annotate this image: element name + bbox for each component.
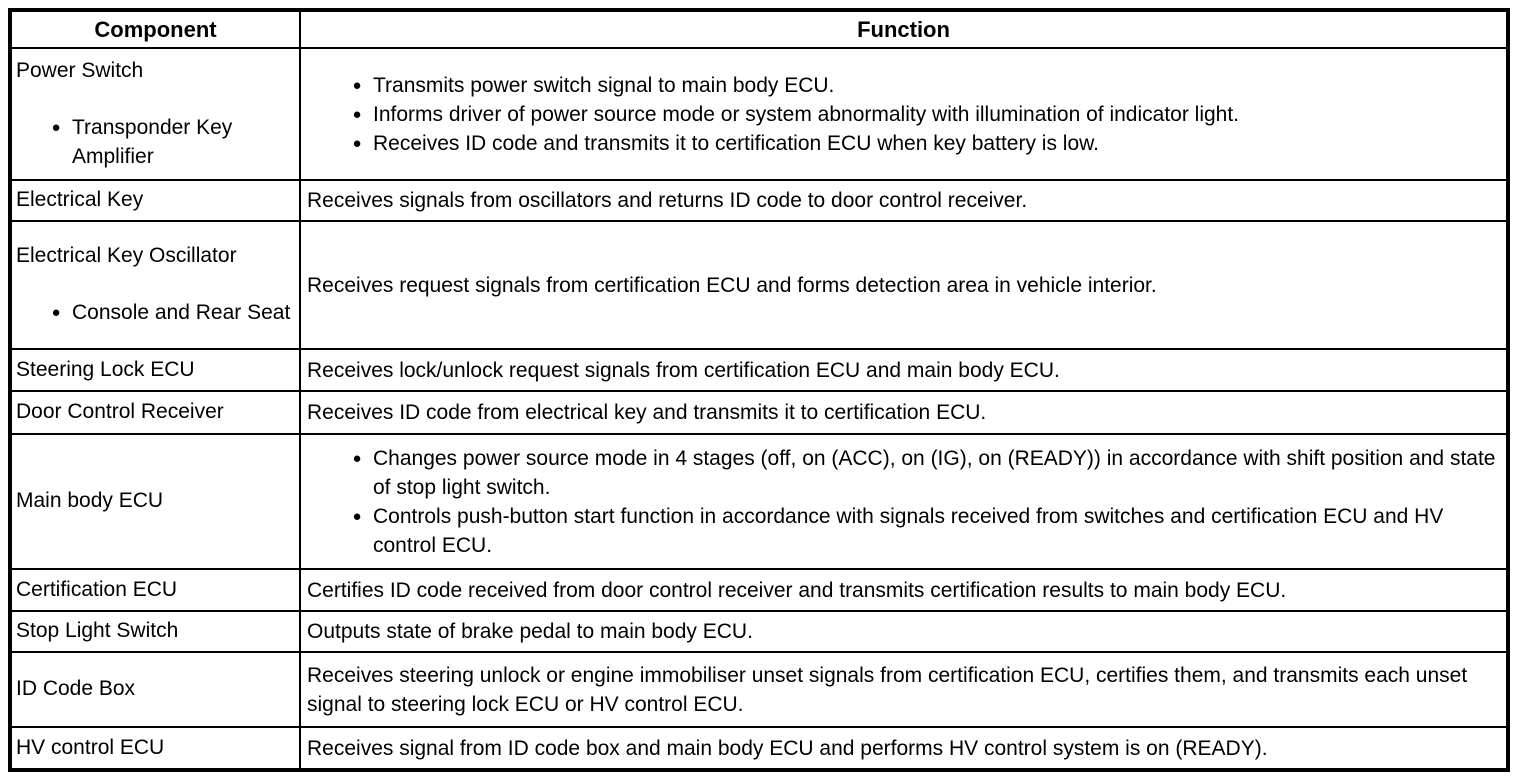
table-row: Stop Light Switch Outputs state of brake…	[9, 610, 1509, 653]
function-cell: ● Transmits power switch signal to main …	[299, 47, 1509, 181]
component-title: Stop Light Switch	[16, 619, 179, 642]
component-title: Steering Lock ECU	[16, 357, 195, 381]
component-cell: HV control ECU	[9, 726, 301, 771]
bullet-icon: ●	[352, 134, 362, 152]
table-row: Steering Lock ECU Receives lock/unlock r…	[9, 348, 1509, 392]
function-bullet-text: Informs driver of power source mode or s…	[373, 102, 1240, 126]
table-row: Certification ECU Certifies ID code rece…	[9, 568, 1509, 612]
function-cell: Receives request signals from certificat…	[299, 220, 1509, 350]
component-cell: Main body ECU	[9, 433, 301, 570]
function-bullet-item: ● Transmits power switch signal to main …	[307, 71, 1500, 100]
component-column-header: Component	[9, 9, 301, 49]
function-bullet-text: Receives ID code and transmits it to cer…	[373, 131, 1099, 155]
function-column-header: Function	[299, 9, 1509, 49]
function-text: Receives signal from ID code box and mai…	[307, 736, 1268, 760]
function-text: Receives ID code from electrical key and…	[307, 401, 987, 424]
function-cell: Receives signal from ID code box and mai…	[299, 726, 1509, 771]
component-title: Main body ECU	[16, 489, 164, 512]
function-bullet-text: Changes power source mode in 4 stages (o…	[373, 446, 1496, 499]
table-row: Power Switch ● Transponder Key Amplifier…	[9, 47, 1509, 181]
function-cell: Outputs state of brake pedal to main bod…	[299, 610, 1509, 653]
component-cell: Door Control Receiver	[9, 390, 301, 435]
function-bullet-text: Controls push-button start function in a…	[373, 504, 1444, 557]
function-text: Receives steering unlock or engine immob…	[307, 663, 1468, 716]
bullet-icon: ●	[51, 118, 61, 136]
bullet-icon: ●	[51, 304, 61, 321]
component-title: ID Code Box	[16, 677, 136, 700]
table-row: ID Code Box Receives steering unlock or …	[9, 651, 1509, 728]
component-cell: Electrical Key Oscillator ● Console and …	[9, 220, 301, 350]
component-cell: Certification ECU	[9, 568, 301, 612]
component-title: Electrical Key	[16, 188, 144, 211]
function-text: Certifies ID code received from door con…	[307, 578, 1287, 602]
bullet-icon: ●	[352, 507, 362, 525]
function-text: Receives lock/unlock request signals fro…	[307, 358, 1060, 382]
bullet-icon: ●	[352, 449, 362, 467]
function-bullet-item: ● Receives ID code and transmits it to c…	[307, 129, 1500, 158]
component-cell: Steering Lock ECU	[9, 348, 301, 392]
table-row: Main body ECU ● Changes power source mod…	[9, 433, 1509, 570]
component-title: Door Control Receiver	[16, 400, 224, 423]
component-bullet-item: ● Console and Rear Seat	[16, 298, 295, 327]
function-text: Receives request signals from certificat…	[307, 273, 1157, 297]
function-cell: Receives steering unlock or engine immob…	[299, 651, 1509, 728]
table-row: Door Control Receiver Receives ID code f…	[9, 390, 1509, 435]
table-header-row: Component Function	[9, 9, 1509, 49]
function-text: Receives signals from oscillators and re…	[307, 189, 1028, 212]
component-title: Electrical Key Oscillator	[16, 244, 237, 267]
function-bullet-item: ● Changes power source mode in 4 stages …	[307, 444, 1500, 502]
function-cell: ● Changes power source mode in 4 stages …	[299, 433, 1509, 570]
component-cell: Stop Light Switch	[9, 610, 301, 653]
component-title: HV control ECU	[16, 735, 165, 759]
component-title: Power Switch	[16, 58, 144, 82]
component-cell: Electrical Key	[9, 179, 301, 222]
table-row: Electrical Key Receives signals from osc…	[9, 179, 1509, 222]
function-bullet-item: ● Controls push-button start function in…	[307, 502, 1500, 560]
component-bullet-text: Console and Rear Seat	[72, 301, 291, 324]
component-cell: ID Code Box	[9, 651, 301, 728]
component-bullet-item: ● Transponder Key Amplifier	[16, 113, 295, 171]
table-row: HV control ECU Receives signal from ID c…	[9, 726, 1509, 771]
bullet-icon: ●	[352, 76, 362, 94]
component-bullet-text: Transponder Key Amplifier	[72, 115, 233, 168]
bullet-icon: ●	[352, 105, 362, 123]
function-cell: Certifies ID code received from door con…	[299, 568, 1509, 612]
component-cell: Power Switch ● Transponder Key Amplifier	[9, 47, 301, 181]
component-function-table: Component Function Power Switch ● Transp…	[8, 8, 1510, 772]
function-cell: Receives lock/unlock request signals fro…	[299, 348, 1509, 392]
function-cell: Receives signals from oscillators and re…	[299, 179, 1509, 222]
function-text: Outputs state of brake pedal to main bod…	[307, 620, 753, 643]
function-bullet-text: Transmits power switch signal to main bo…	[373, 73, 835, 97]
table-row: Electrical Key Oscillator ● Console and …	[9, 220, 1509, 350]
component-title: Certification ECU	[16, 577, 178, 601]
function-cell: Receives ID code from electrical key and…	[299, 390, 1509, 435]
function-bullet-item: ● Informs driver of power source mode or…	[307, 100, 1500, 129]
